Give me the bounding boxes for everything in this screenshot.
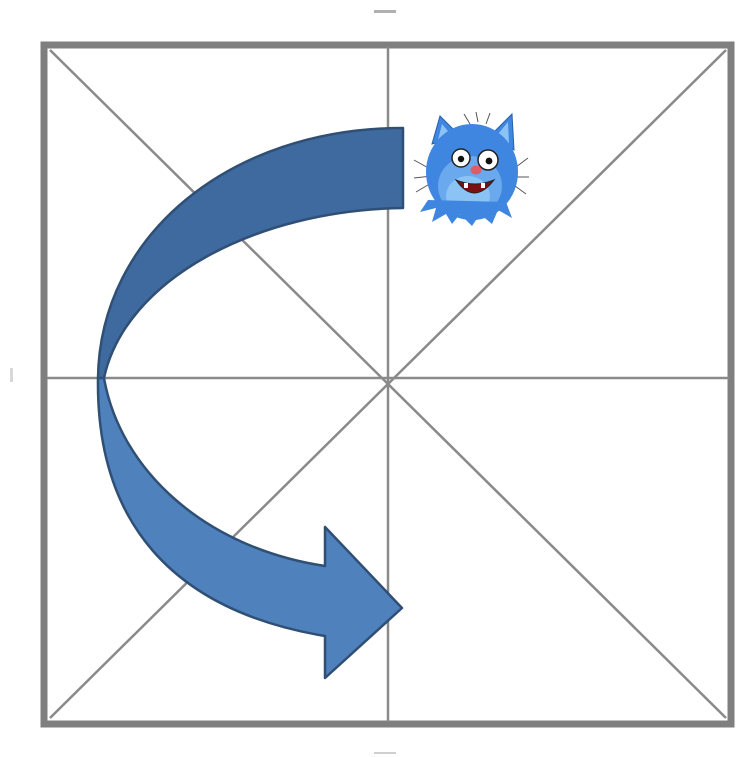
scan-mark-left: [10, 368, 13, 382]
scan-mark-bottom: [374, 752, 396, 754]
scan-mark-top: [374, 10, 396, 13]
